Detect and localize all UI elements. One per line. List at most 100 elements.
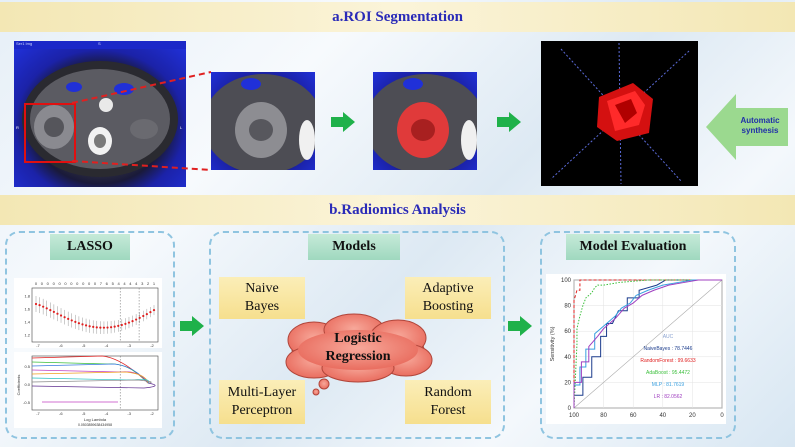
lasso-top-label: 5 — [112, 281, 115, 286]
roc-legend-0: AUC — [663, 334, 674, 340]
3d-reconstruction — [541, 41, 698, 186]
lasso-coef-x-tick: -3 — [127, 411, 131, 416]
lasso-top-label: 0 — [41, 281, 44, 286]
lasso-cv-point — [84, 324, 88, 327]
lasso-cv-point — [131, 320, 134, 323]
lasso-top-label: 7 — [100, 281, 103, 286]
arrow-right-icon — [180, 316, 204, 336]
lasso-cv-point — [38, 304, 41, 307]
lasso-x-tick: -2 — [150, 343, 154, 348]
models-panel — [209, 231, 505, 439]
roc-y-tick: 20 — [564, 380, 571, 386]
ct-toolbar-center: S — [98, 41, 101, 46]
ct-full-slice: Ser1 Img S R L — [14, 41, 186, 187]
lasso-coef-path — [31, 379, 152, 384]
lasso-cv-point — [67, 317, 70, 320]
lasso-y-tick: 1.6 — [24, 307, 30, 312]
lasso-x-tick: -6 — [59, 343, 63, 348]
lasso-cv-point — [117, 324, 120, 328]
evaluation-title: Model Evaluation — [566, 234, 700, 260]
roc-curve-naivebayes — [573, 279, 722, 408]
lasso-cv-point — [124, 322, 127, 325]
lasso-y-tick: 1.4 — [24, 320, 30, 325]
arrow-left-icon — [706, 94, 788, 160]
ct-toolbar-left: Ser1 Img — [16, 41, 33, 46]
lasso-cv-point — [52, 310, 55, 313]
logistic-regression-label: Logistic Regression — [325, 331, 391, 364]
model-mlp: Multi-Layer Perceptron — [219, 380, 305, 424]
ct-anatomy — [22, 61, 178, 177]
roc-curve-mlp — [573, 279, 722, 408]
lasso-cv-point — [92, 325, 95, 328]
ct-side-r: R — [16, 125, 19, 130]
roc-y-tick: 0 — [568, 406, 572, 412]
lasso-cv-point — [99, 326, 102, 329]
lasso-top-label: 0 — [88, 281, 91, 286]
lasso-top-label: 4 — [123, 281, 126, 286]
roc-y-tick: 100 — [561, 278, 572, 284]
lasso-coef-xlabel2: 0.0503859638434958 — [78, 423, 112, 427]
lasso-y-tick: 1.2 — [24, 333, 30, 338]
lasso-coef-path — [31, 377, 149, 384]
lasso-cv-point — [77, 322, 81, 325]
lasso-cv-point — [113, 325, 116, 328]
lasso-top-label: 2 — [147, 281, 150, 286]
automatic-synthesis-label: Automatic synthesis — [740, 116, 780, 135]
arrow-right-icon — [497, 112, 521, 132]
lasso-cv-point — [70, 319, 73, 322]
model-naive-bayes: Naive Bayes — [219, 277, 305, 319]
lasso-top-label: 6 — [106, 281, 109, 286]
lasso-x-tick: -4 — [105, 343, 109, 348]
lasso-top-label: 4 — [117, 281, 120, 286]
ct-segmented — [373, 72, 477, 170]
roc-y-tick: 60 — [564, 329, 571, 335]
roc-ylabel: Sensitivity (%) — [550, 326, 556, 361]
logistic-regression-cloud — [285, 313, 433, 396]
lasso-top-label: 1 — [153, 281, 156, 286]
lasso-cv-point — [106, 326, 109, 329]
lasso-coef-x-tick: -2 — [150, 411, 154, 416]
lasso-top-label: 0 — [70, 281, 73, 286]
roc-x-tick: 60 — [630, 413, 637, 419]
lasso-x-tick: -3 — [127, 343, 131, 348]
lasso-cv-point — [81, 323, 84, 326]
lasso-cv-point — [152, 308, 156, 312]
lasso-cv-point — [49, 308, 52, 312]
lasso-coef-x-tick: -6 — [59, 411, 63, 416]
ct-zoomed — [211, 72, 315, 170]
lasso-x-tick: -7 — [36, 343, 40, 348]
lasso-cv-point — [135, 318, 138, 321]
lasso-cv-point — [63, 316, 66, 319]
section-b-title: b.Radiomics Analysis — [0, 195, 795, 225]
lasso-coef-x-tick: -4 — [105, 411, 109, 416]
lasso-top-label: 4 — [135, 281, 138, 286]
lasso-coef-path — [31, 382, 156, 389]
lasso-coef-y-tick: -0.5 — [23, 400, 31, 405]
lasso-cv-point — [109, 326, 113, 329]
lasso-coef-y-tick: 0.5 — [24, 364, 30, 369]
lasso-x-tick: -5 — [82, 343, 86, 348]
evaluation-panel — [540, 231, 736, 439]
lasso-coef-y-tick: 0.0 — [24, 382, 30, 387]
lasso-cv-point — [102, 326, 106, 329]
roc-legend-3: AdaBoost : 95.4472 — [646, 370, 690, 376]
roi-box — [24, 103, 76, 163]
lasso-coef-x-tick: -7 — [36, 411, 40, 416]
roc-x-tick: 80 — [600, 413, 607, 419]
lasso-top-label: 0 — [58, 281, 61, 286]
lasso-cv-frame — [31, 287, 159, 343]
roc-x-tick: 0 — [720, 413, 724, 419]
section-a-title: a.ROI Segmentation — [0, 2, 795, 32]
roc-x-tick: 100 — [569, 413, 580, 419]
lasso-cv-point — [120, 323, 123, 327]
lasso-cv-point — [88, 325, 91, 328]
lasso-cv-point — [56, 312, 59, 315]
roc-y-tick: 40 — [564, 355, 571, 361]
lasso-top-label: 0 — [35, 281, 38, 286]
lasso-y-tick: 1.8 — [24, 294, 30, 299]
lasso-cv-point — [74, 320, 77, 323]
